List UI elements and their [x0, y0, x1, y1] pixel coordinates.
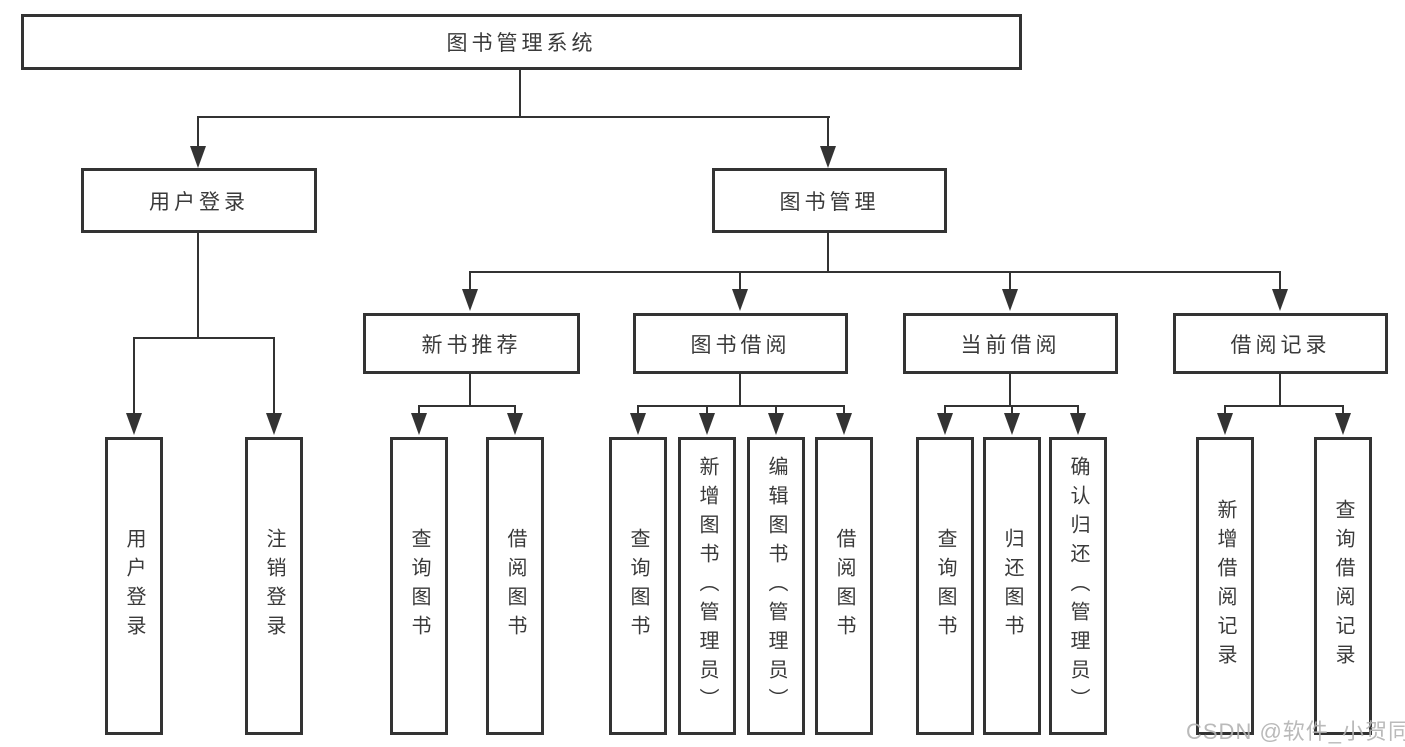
arrow-down-icon: [1070, 413, 1086, 435]
arrow-down-icon: [768, 413, 784, 435]
node-edit-books-admin: 编辑图书（管理员）: [747, 437, 805, 735]
connector-line: [197, 233, 199, 338]
arrow-down-icon: [1272, 289, 1288, 311]
connector-line: [775, 405, 777, 415]
arrow-down-icon: [126, 413, 142, 435]
node-library-management-system: 图书管理系统: [21, 14, 1022, 70]
connector-line: [197, 116, 830, 118]
connector-line: [1077, 405, 1079, 415]
connector-line: [418, 405, 516, 407]
arrow-down-icon: [462, 289, 478, 311]
node-book-management: 图书管理: [712, 168, 947, 233]
node-borrow-books: 借阅图书: [815, 437, 873, 735]
node-new-book-recommendation: 新书推荐: [363, 313, 580, 374]
arrow-down-icon: [190, 146, 206, 168]
node-logout: 注销登录: [245, 437, 303, 735]
connector-line: [1224, 405, 1344, 407]
node-borrow-books-recommend: 借阅图书: [486, 437, 544, 735]
arrow-down-icon: [1002, 289, 1018, 311]
connector-line: [1279, 374, 1281, 407]
node-query-books-borrowing: 查询图书: [609, 437, 667, 735]
node-borrowing-records: 借阅记录: [1173, 313, 1388, 374]
arrow-down-icon: [266, 413, 282, 435]
connector-line: [133, 337, 275, 339]
arrow-down-icon: [820, 146, 836, 168]
arrow-down-icon: [1217, 413, 1233, 435]
connector-line: [514, 405, 516, 415]
node-query-books-recommend: 查询图书: [390, 437, 448, 735]
connector-line: [519, 69, 521, 117]
connector-line: [637, 405, 639, 415]
connector-line: [827, 116, 829, 148]
arrow-down-icon: [1004, 413, 1020, 435]
node-confirm-return-admin: 确认归还（管理员）: [1049, 437, 1107, 735]
connector-line: [469, 374, 471, 407]
node-book-borrowing: 图书借阅: [633, 313, 848, 374]
csdn-watermark: CSDN @软件_小贺同学: [1186, 719, 1405, 744]
connector-line: [739, 271, 741, 291]
connector-line: [273, 337, 275, 415]
node-add-books-admin: 新增图书（管理员）: [678, 437, 736, 735]
connector-line: [1279, 271, 1281, 291]
node-current-borrowing: 当前借阅: [903, 313, 1118, 374]
arrow-down-icon: [937, 413, 953, 435]
connector-line: [1009, 374, 1011, 407]
node-return-books: 归还图书: [983, 437, 1041, 735]
node-query-borrow-record: 查询借阅记录: [1314, 437, 1372, 735]
arrow-down-icon: [836, 413, 852, 435]
connector-line: [1009, 271, 1011, 291]
arrow-down-icon: [507, 413, 523, 435]
arrow-down-icon: [1335, 413, 1351, 435]
arrow-down-icon: [699, 413, 715, 435]
connector-line: [1011, 405, 1013, 415]
connector-line: [418, 405, 420, 415]
connector-line: [133, 337, 135, 415]
connector-line: [739, 374, 741, 407]
node-user-login: 用户登录: [105, 437, 163, 735]
connector-line: [469, 271, 1281, 273]
arrow-down-icon: [630, 413, 646, 435]
node-add-borrow-record: 新增借阅记录: [1196, 437, 1254, 735]
arrow-down-icon: [411, 413, 427, 435]
arrow-down-icon: [732, 289, 748, 311]
connector-line: [469, 271, 471, 291]
connector-line: [637, 405, 845, 407]
connector-line: [197, 116, 199, 148]
node-user-login-group: 用户登录: [81, 168, 317, 233]
connector-line: [1224, 405, 1226, 415]
connector-line: [944, 405, 946, 415]
connector-line: [843, 405, 845, 415]
connector-line: [706, 405, 708, 415]
connector-line: [827, 233, 829, 272]
node-query-books-current: 查询图书: [916, 437, 974, 735]
connector-line: [1342, 405, 1344, 415]
